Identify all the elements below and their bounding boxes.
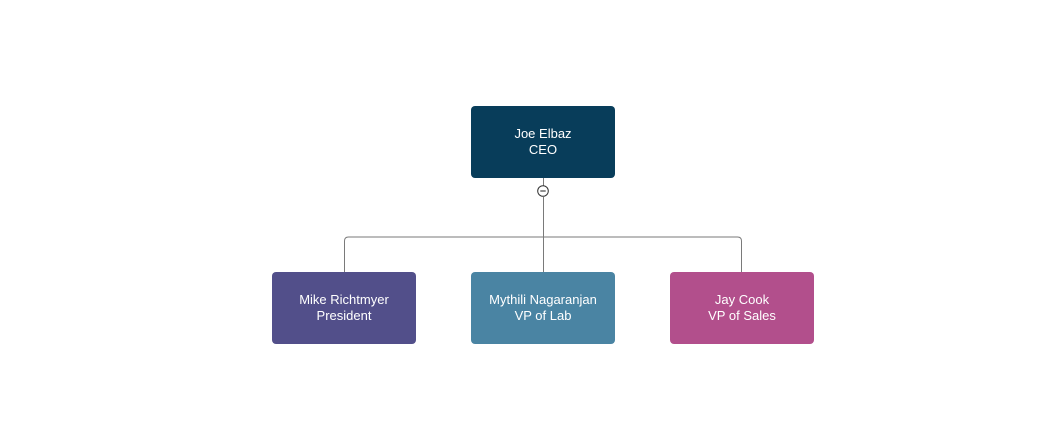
node-title: VP of Sales [708, 308, 776, 323]
node-title: President [316, 308, 372, 323]
connector-branch-left [344, 236, 544, 272]
org-node-ceo[interactable]: Joe Elbaz CEO [471, 106, 615, 178]
org-node-vp-of-sales[interactable]: Jay Cook VP of Sales [670, 272, 814, 344]
node-name: Mike Richtmyer [299, 292, 389, 307]
org-node-vp-of-lab[interactable]: Mythili Nagaranjan VP of Lab [471, 272, 615, 344]
org-node-president[interactable]: Mike Richtmyer President [272, 272, 416, 344]
node-name: Mythili Nagaranjan [489, 292, 597, 307]
node-name: Joe Elbaz [514, 126, 572, 141]
minus-circle-icon[interactable] [537, 185, 549, 197]
node-title: VP of Lab [514, 308, 572, 323]
node-title: CEO [528, 142, 558, 157]
node-name: Jay Cook [714, 292, 770, 307]
connector-branch-right [543, 236, 742, 272]
